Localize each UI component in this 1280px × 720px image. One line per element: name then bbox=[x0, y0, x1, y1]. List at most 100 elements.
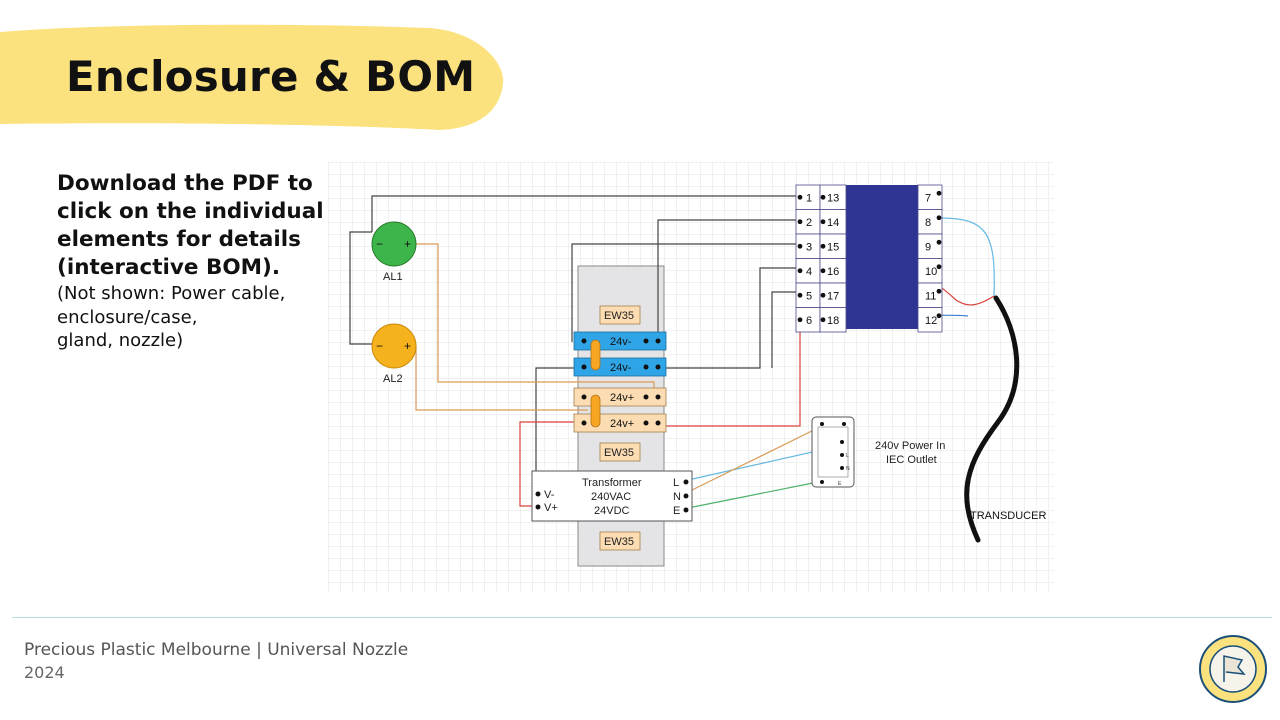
alarm-al2-plus: + bbox=[404, 339, 411, 353]
wire-al1-plus-to-24v bbox=[408, 243, 655, 396]
alarm-al2-lamp bbox=[371, 323, 417, 369]
bus-block-4-label: 24v+ bbox=[610, 418, 634, 430]
footer-divider bbox=[12, 617, 1272, 618]
controller-terminal-screw bbox=[797, 243, 803, 249]
end-stop-3-label: EW35 bbox=[604, 536, 634, 548]
controller-terminal-screw bbox=[820, 194, 826, 200]
controller-terminal-right-5: 11 bbox=[925, 290, 936, 302]
iec-pin-n: N bbox=[846, 466, 850, 472]
transformer-pin-n: N bbox=[673, 491, 681, 503]
controller-panel bbox=[846, 185, 918, 329]
controller-terminal-screw bbox=[797, 194, 803, 200]
grid-background bbox=[328, 162, 1054, 592]
controller-terminal-screw bbox=[797, 317, 803, 323]
transducer-label: TRANSDUCER bbox=[970, 510, 1046, 522]
controller-terminal-screw bbox=[936, 215, 942, 221]
controller-terminal-left-2: 2 bbox=[806, 217, 812, 229]
controller-terminal-right-3: 9 bbox=[925, 241, 931, 253]
controller-terminal-screw bbox=[820, 292, 826, 298]
controller-terminal-cell bbox=[917, 282, 943, 308]
controller-terminal-screw bbox=[936, 313, 942, 319]
controller-terminal-mid-1: 13 bbox=[827, 192, 839, 204]
power-in-line-1: 240v Power In bbox=[875, 440, 945, 452]
power-in-line-2: IEC Outlet bbox=[886, 454, 937, 466]
controller-terminal-left-4: 4 bbox=[806, 266, 812, 278]
controller-terminal-mid-5: 17 bbox=[827, 290, 839, 302]
bus-block-1-label: 24v- bbox=[610, 336, 632, 348]
bus-block-2-label: 24v- bbox=[610, 362, 632, 374]
alarm-al1-lamp bbox=[371, 221, 417, 267]
alarm-al2-minus: − bbox=[376, 339, 383, 353]
footer-year: 2024 bbox=[24, 663, 65, 682]
controller-terminal-screw bbox=[820, 243, 826, 249]
controller-terminal-cell bbox=[917, 184, 943, 210]
iec-power-inlet: L N E 240v Power In IEC Outlet bbox=[811, 416, 945, 488]
controller-terminal-screw bbox=[936, 190, 942, 196]
end-stop-1-label: EW35 bbox=[604, 310, 634, 322]
iec-pin-e: E bbox=[838, 481, 842, 487]
transformer: Transformer 240VAC 24VDC V- V+ L N E bbox=[531, 470, 693, 522]
title-band bbox=[0, 24, 504, 132]
alarm-al2-label: AL2 bbox=[383, 373, 403, 385]
controller-terminal-cell bbox=[917, 233, 943, 259]
alarm-al2: − + AL2 bbox=[371, 323, 417, 385]
end-stop-3: EW35 bbox=[599, 531, 641, 551]
wiring-diagram: TRANSDUCER − + AL1 − + AL2 EW35 EW35 EW3… bbox=[328, 162, 1054, 592]
title-highlight-shape bbox=[0, 24, 504, 130]
end-stop-2-label: EW35 bbox=[604, 447, 634, 459]
controller-terminal-mid-2: 14 bbox=[827, 217, 839, 229]
controller-terminal-screw bbox=[820, 268, 826, 274]
download-instruction: Download the PDF to click on the individ… bbox=[57, 171, 324, 280]
transformer-pin-l: L bbox=[673, 477, 679, 489]
wire-pin3-to-bus bbox=[571, 243, 800, 342]
controller-terminal-right-4: 10 bbox=[925, 266, 937, 278]
controller-terminal-right-2: 8 bbox=[925, 217, 931, 229]
transducer-cable bbox=[964, 295, 1020, 543]
transformer-pin-vminus: V- bbox=[544, 489, 555, 501]
controller-terminal-screw bbox=[936, 264, 942, 270]
controller-terminal-left-6: 6 bbox=[806, 315, 812, 327]
wire-pin4-to-bus bbox=[656, 267, 800, 369]
wire-al1-to-pin1 bbox=[371, 195, 800, 232]
controller-terminal-cell bbox=[917, 209, 943, 235]
not-shown-note-line-3: gland, nozzle) bbox=[57, 330, 184, 351]
controller-terminal-screw bbox=[797, 219, 803, 225]
bus-block-4: 24v+ bbox=[573, 413, 667, 433]
precious-plastic-melbourne-logo bbox=[1198, 634, 1268, 704]
controller-terminal-cell bbox=[917, 307, 943, 333]
footer-project-name: Precious Plastic Melbourne | Universal N… bbox=[24, 640, 409, 660]
controller-terminal-mid-4: 16 bbox=[827, 266, 839, 278]
transformer-pin-e: E bbox=[673, 505, 680, 517]
transformer-line-1: Transformer bbox=[582, 477, 642, 489]
alarm-al1-minus: − bbox=[376, 237, 383, 251]
wire-transducer-cyan bbox=[939, 217, 995, 297]
controller-terminal-screw bbox=[820, 219, 826, 225]
bus-block-3-label: 24v+ bbox=[610, 392, 634, 404]
description-panel: Download the PDF to click on the individ… bbox=[57, 170, 327, 353]
controller-terminal-left-5: 5 bbox=[806, 290, 812, 302]
not-shown-note-line-1: (Not shown: Power cable, bbox=[57, 283, 286, 304]
controller-terminal-mid-6: 18 bbox=[827, 315, 839, 327]
controller-terminal-right-1: 7 bbox=[925, 192, 931, 204]
bus-block-2: 24v- bbox=[573, 357, 667, 377]
controller-terminal-screw bbox=[797, 292, 803, 298]
transformer-line-3: 24VDC bbox=[594, 505, 630, 517]
wire-vplus-to-24v bbox=[519, 421, 584, 507]
transformer-pin-vplus: V+ bbox=[544, 502, 558, 514]
bus-bridge-plus bbox=[590, 394, 601, 428]
bus-bridge-minus bbox=[590, 339, 601, 371]
iec-pin-l: L bbox=[846, 453, 849, 459]
bus-block-1: 24v- bbox=[573, 331, 667, 351]
controller-terminal-screw bbox=[797, 268, 803, 274]
transformer-line-2: 240VAC bbox=[591, 491, 631, 503]
page-title: Enclosure & BOM bbox=[66, 52, 476, 101]
controller-terminal-left-1: 1 bbox=[806, 192, 812, 204]
wire-24v-to-pin6 bbox=[658, 318, 801, 427]
controller-terminal-right-6: 12 bbox=[925, 315, 937, 327]
alarm-al1: − + AL1 bbox=[371, 221, 417, 283]
not-shown-note-line-2: enclosure/case, bbox=[57, 306, 198, 328]
controller-terminal-left-3: 3 bbox=[806, 241, 812, 253]
wire-pin5-to-transformer bbox=[771, 291, 800, 368]
bus-block-3: 24v+ bbox=[573, 387, 667, 407]
